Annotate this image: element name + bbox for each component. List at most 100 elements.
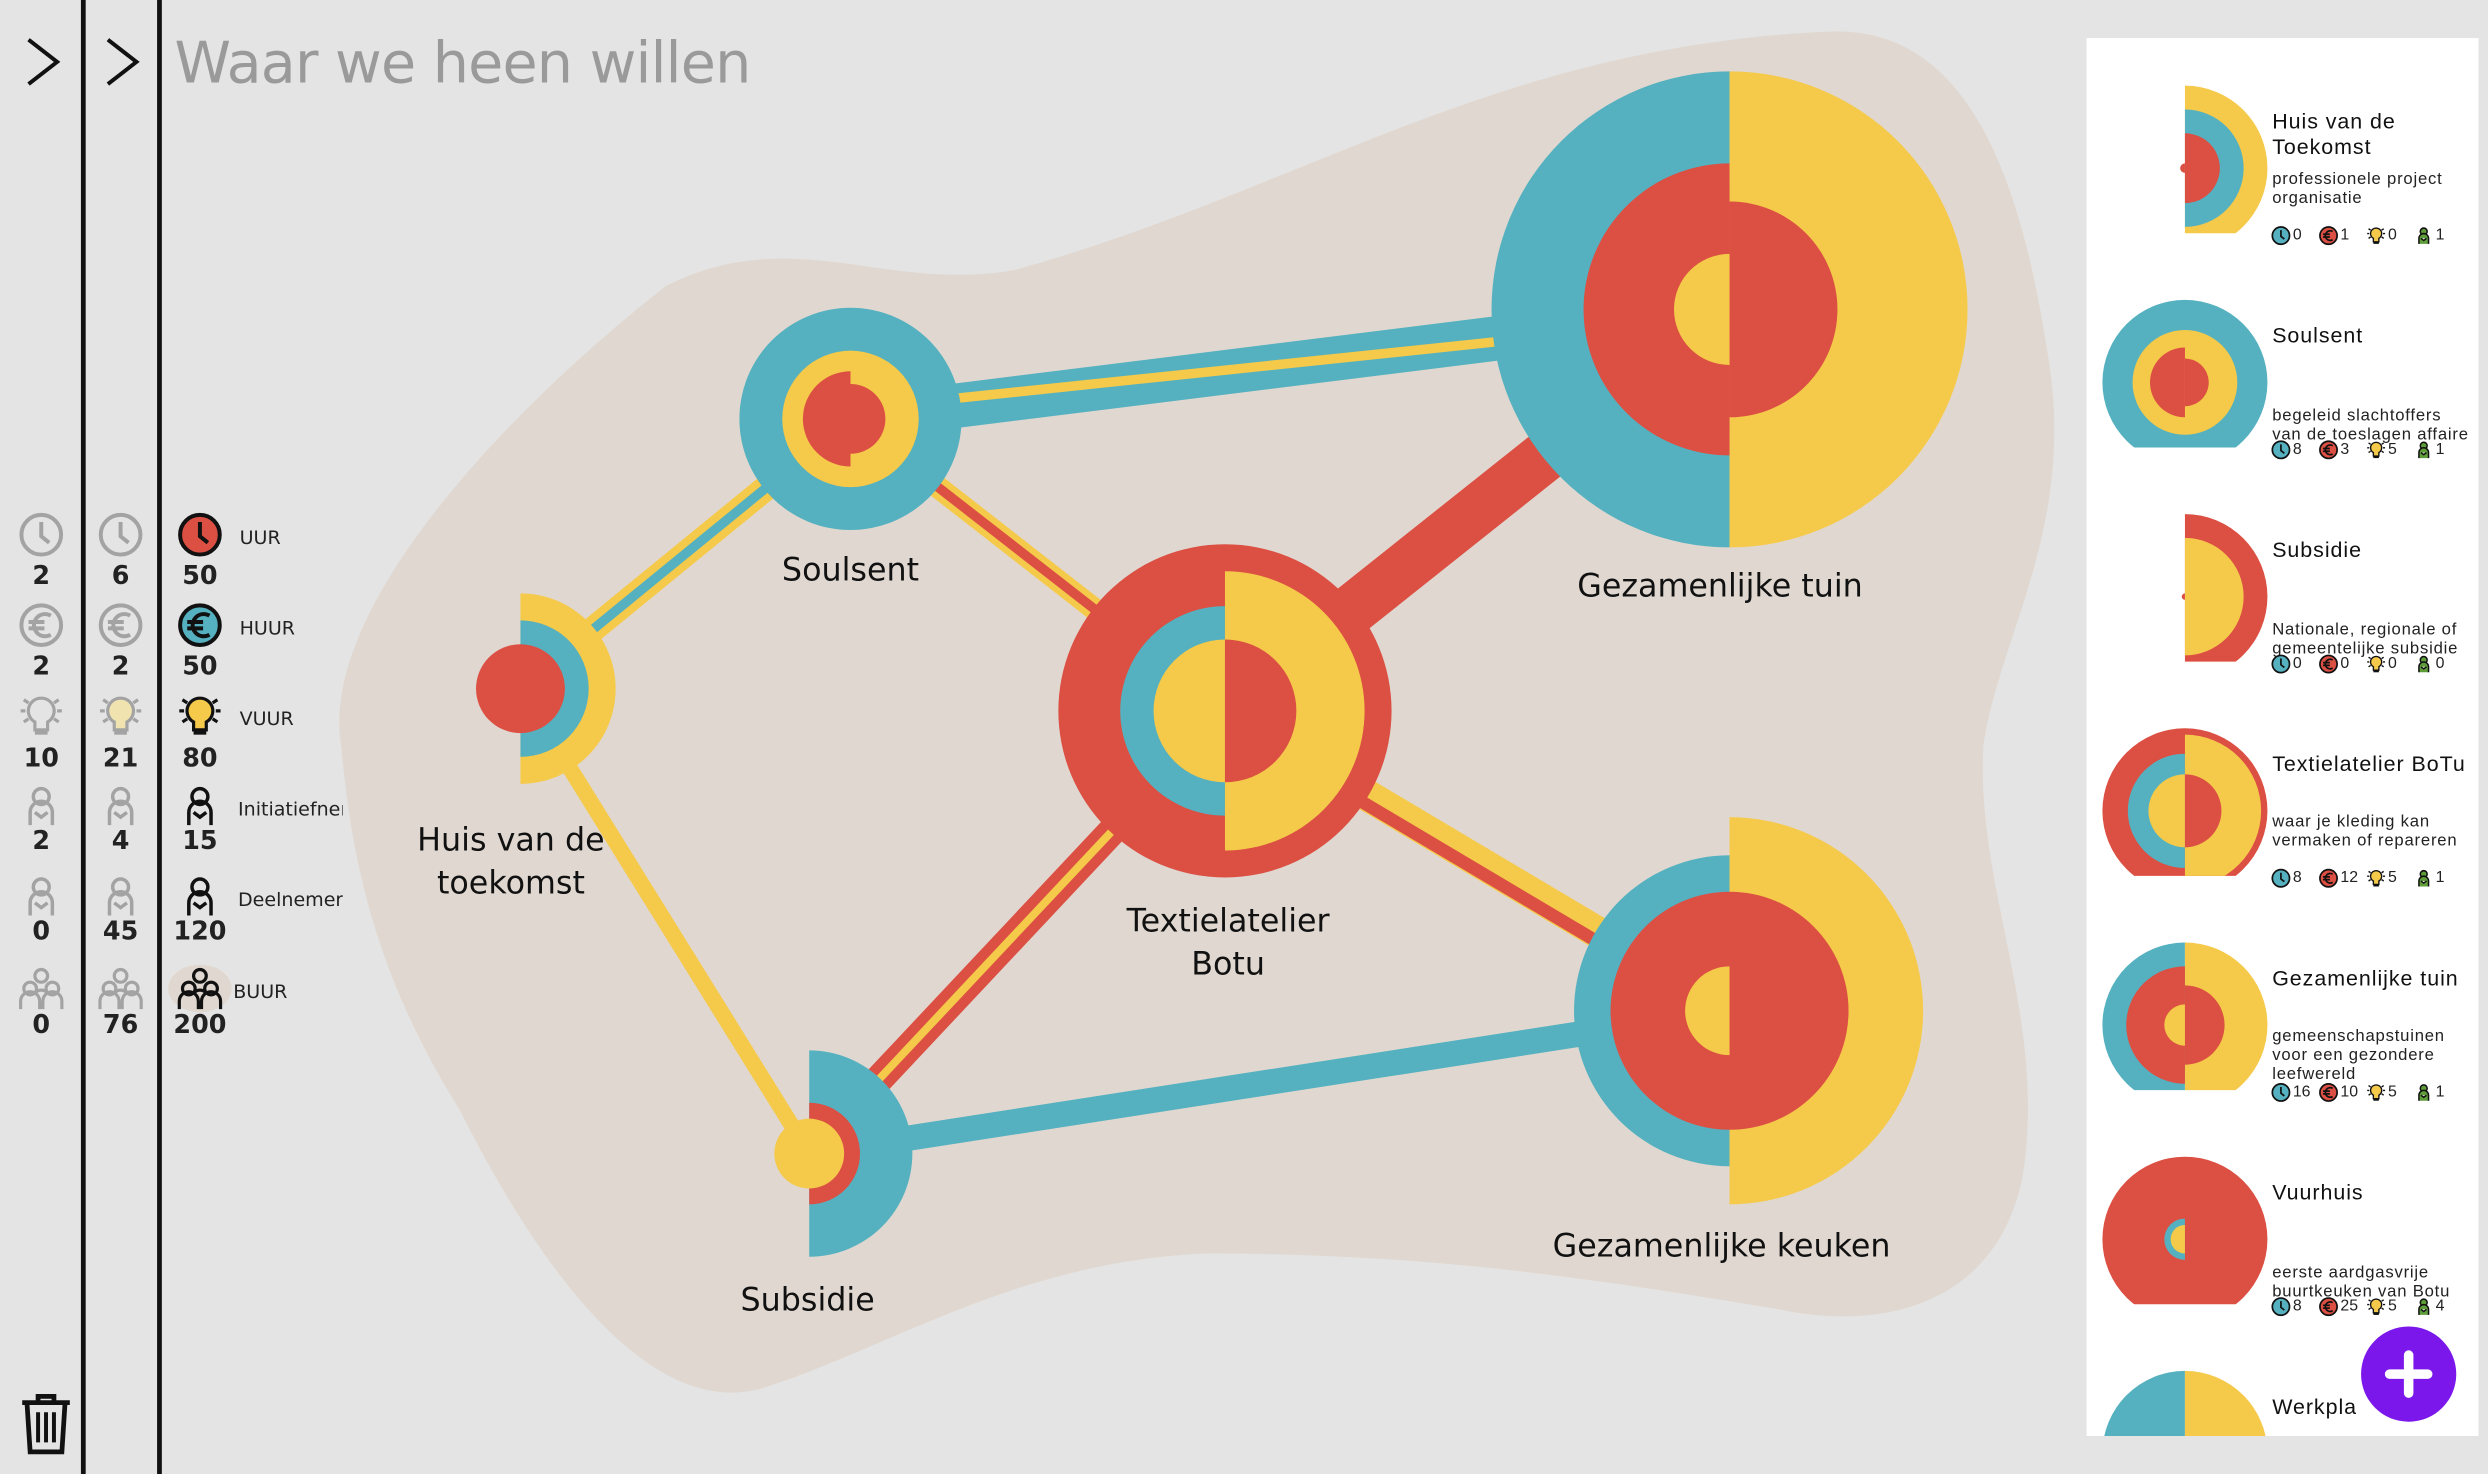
- ring-segment: [1685, 966, 1730, 1056]
- project-description: waar je kleding kan vermaken of reparere…: [2272, 812, 2458, 851]
- clock-icon: [2271, 226, 2291, 246]
- person-icon: [28, 786, 55, 826]
- project-ring-icon: [2102, 1156, 2268, 1305]
- clock-icon: [2271, 440, 2291, 460]
- stat-icon: [10, 692, 73, 740]
- ring-segment: [1583, 163, 1730, 456]
- lightbulb-icon: [20, 696, 62, 735]
- lightbulb-icon: [2367, 655, 2386, 673]
- project-description: begeleid slachtoffers van de toeslagen a…: [2272, 406, 2469, 445]
- ring-segment: [2184, 1370, 2266, 1436]
- project-description: professionele project organisatie: [2272, 169, 2443, 208]
- stat-value: 50: [182, 560, 218, 591]
- stat-value: 10: [23, 742, 59, 773]
- stat-icon: [89, 782, 152, 830]
- stat-value: 2: [111, 650, 130, 681]
- lightbulb-icon: [2367, 1084, 2386, 1101]
- euro-icon: [2319, 1297, 2338, 1317]
- lightbulb-icon: [2367, 227, 2386, 244]
- project-title: Vuurhuis: [2272, 1180, 2364, 1205]
- chevron-right-icon[interactable]: [19, 35, 67, 89]
- project-stat-uur: 8: [2292, 869, 2302, 887]
- group-icon: [19, 967, 64, 1010]
- project-stat-huur: 0: [2340, 655, 2350, 673]
- project-stat-huur: 3: [2340, 441, 2350, 459]
- node-soulsent[interactable]: [739, 307, 962, 531]
- stat-icon: [10, 601, 73, 649]
- node-tuin[interactable]: [1491, 71, 1968, 548]
- stat-value: 4: [111, 825, 130, 856]
- ring-segment: [2150, 347, 2185, 418]
- project-ring-icon: [2181, 514, 2268, 662]
- stat-icon: [89, 511, 152, 559]
- clock-icon: [19, 512, 64, 557]
- project-stat-people: 0: [2435, 655, 2445, 673]
- lightbulb-icon: [2367, 1298, 2386, 1315]
- trash-icon[interactable]: [19, 1392, 73, 1455]
- stat-icon: [168, 782, 231, 830]
- ring-segment: [2164, 1004, 2185, 1046]
- stat-value: 21: [102, 742, 139, 773]
- project-stat-people: 1: [2435, 441, 2445, 459]
- euro-icon: [2319, 1083, 2338, 1102]
- clock-icon: [178, 512, 222, 557]
- stat-label: HUUR: [239, 617, 296, 640]
- stat-icon: [168, 511, 231, 559]
- add-project-button[interactable]: [2361, 1326, 2457, 1422]
- euro-icon: [2319, 226, 2338, 246]
- stat-icon: [168, 873, 231, 921]
- person-icon: [107, 877, 134, 916]
- stat-icon: [10, 511, 73, 559]
- stat-value: 200: [173, 1009, 227, 1040]
- ring-segment: [2184, 133, 2220, 204]
- node-label-soulsent: Soulsent: [781, 550, 920, 589]
- euro-icon: [2319, 654, 2338, 674]
- project-ring-icon: [2180, 85, 2268, 234]
- ring-segment: [2148, 774, 2185, 848]
- node-huis[interactable]: [476, 593, 616, 784]
- project-card[interactable]: Werkpla: [2087, 1347, 2479, 1436]
- node-label-line: toekomst: [436, 863, 585, 902]
- ring-segment: [2180, 163, 2185, 173]
- stat-label: Deelnemers: [238, 888, 343, 911]
- stat-value: 6: [111, 560, 130, 591]
- project-title: Subsidie: [2272, 537, 2362, 562]
- person-icon: [187, 786, 213, 826]
- chevron-right-icon[interactable]: [98, 35, 146, 89]
- group-icon: [98, 967, 143, 1010]
- euro-icon: [178, 603, 222, 647]
- group-icon: [177, 967, 223, 1010]
- project-stat-vuur: 5: [2388, 1083, 2397, 1102]
- project-title: Soulsent: [2272, 323, 2364, 348]
- stat-icon: [168, 692, 231, 740]
- person-icon: [2418, 869, 2430, 887]
- node-subsidie[interactable]: [774, 1050, 913, 1257]
- ring-segment: [802, 371, 851, 467]
- clock-icon: [98, 512, 143, 557]
- project-stat-uur: 16: [2292, 1083, 2311, 1102]
- stat-value: 0: [32, 1009, 51, 1040]
- stat-icon: [89, 965, 152, 1013]
- node-keuken[interactable]: [1574, 817, 1924, 1205]
- lightbulb-icon: [2367, 441, 2386, 459]
- stat-icon: [89, 601, 152, 649]
- stat-value: 0: [32, 915, 51, 946]
- node-textiel[interactable]: [1058, 544, 1392, 878]
- stat-value: 120: [173, 915, 227, 946]
- project-card[interactable]: Soulsent begeleid slachtoffers van de toe…: [2087, 276, 2479, 490]
- project-card[interactable]: Huis van de Toekomst professionele projec…: [2087, 62, 2479, 276]
- stat-label: UUR: [239, 526, 281, 550]
- project-title: Huis van de Toekomst: [2272, 109, 2396, 159]
- project-list-panel[interactable]: Huis van de Toekomst professionele projec…: [2086, 38, 2479, 1436]
- project-description: Nationale, regionale of gemeentelijke su…: [2272, 620, 2459, 659]
- project-stat-vuur: 0: [2388, 226, 2397, 245]
- project-ring-icon: [2102, 728, 2268, 876]
